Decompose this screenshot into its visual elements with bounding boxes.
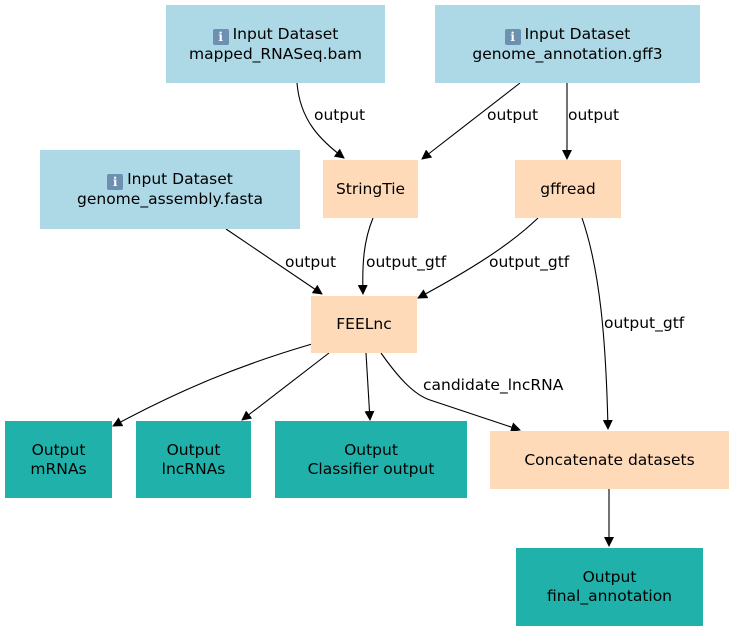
edge-gffread-to-concat (581, 217, 613, 430)
node-feelnc[interactable]: FEELnc (311, 296, 417, 353)
node-concatenate-datasets[interactable]: Concatenate datasets (490, 431, 729, 489)
node-output-mrnas[interactable]: Output mRNAs (5, 421, 112, 498)
edge-label-gff3-to-stringtie: output (487, 106, 539, 124)
node-subtitle: genome_annotation.gff3 (472, 44, 663, 63)
edge-label-bam-to-stringtie: output (314, 106, 366, 124)
edge-label-gffread-to-feelnc: output_gtf (489, 253, 570, 271)
node-subtitle: lncRNAs (161, 459, 226, 478)
info-icon: i (504, 28, 521, 45)
edge-label-stringtie-to-feelnc: output_gtf (366, 253, 447, 271)
node-gffread[interactable]: gffread (515, 160, 621, 218)
info-icon: i (107, 174, 124, 190)
node-subtitle: mapped_RNASeq.bam (189, 44, 362, 63)
node-title: Output (31, 440, 86, 459)
node-stringtie[interactable]: StringTie (323, 160, 418, 218)
node-title: Output (166, 440, 221, 459)
edge-feelnc-to-classifier (364, 352, 375, 421)
node-title: FEELnc (336, 315, 392, 333)
node-title: Input Dataset (232, 24, 339, 43)
edge-label-gff3-to-gffread: output (568, 106, 620, 124)
node-output-final-annotation[interactable]: Output final_annotation (516, 548, 703, 626)
node-title: gffread (540, 179, 596, 198)
node-title: Output (344, 440, 398, 459)
edge-label-fasta-to-feelnc: output (285, 253, 337, 271)
edge-bam-to-stringtie (296, 82, 345, 159)
edge-gffread-to-feelnc (417, 217, 539, 299)
node-title: Output (582, 568, 637, 586)
edge-gff3-to-stringtie (421, 82, 521, 160)
edge-label-gffread-to-concat: output_gtf (604, 314, 685, 332)
edge-stringtie-to-feelnc (357, 217, 374, 295)
edge-feelnc-to-concat (380, 352, 521, 432)
node-title: Input Dataset (524, 24, 631, 43)
edge-feelnc-to-lncrnas (241, 352, 330, 421)
edge-feelnc-to-mrnas (112, 343, 313, 427)
node-title: Concatenate datasets (524, 450, 695, 469)
node-subtitle: final_annotation (546, 587, 673, 605)
edge-label-feelnc-to-concat: candidate_lncRNA (423, 376, 564, 394)
node-subtitle: genome_assembly.fasta (77, 190, 263, 208)
node-title: Input Dataset (127, 170, 233, 188)
node-output-lncrnas[interactable]: Output lncRNAs (136, 421, 251, 498)
node-title: StringTie (335, 179, 406, 198)
info-icon: i (212, 28, 229, 45)
node-subtitle: Classifier output (307, 459, 435, 478)
node-output-classifier[interactable]: Output Classifier output (275, 421, 467, 498)
edge-fasta-to-feelnc (225, 228, 323, 295)
node-subtitle: mRNAs (30, 459, 87, 478)
